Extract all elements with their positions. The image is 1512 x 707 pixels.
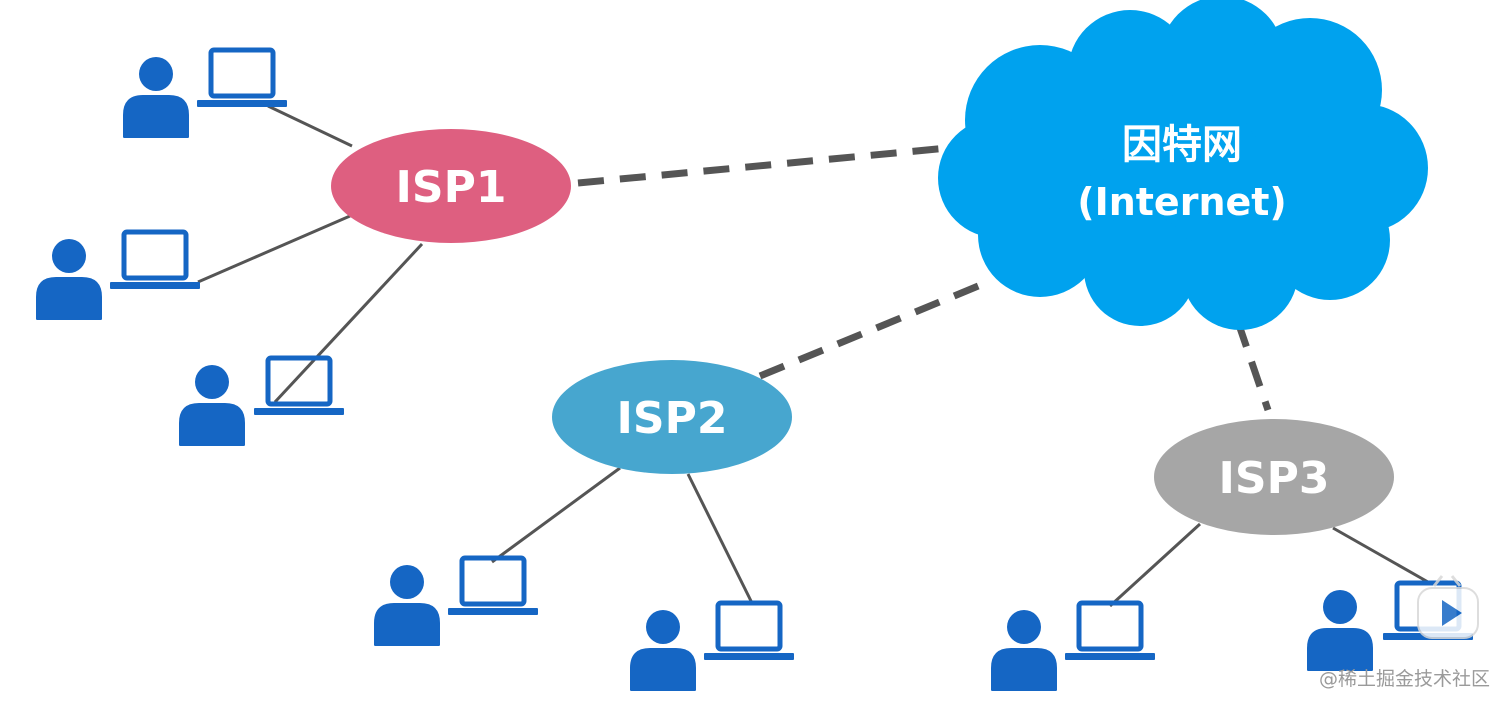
- host-link: [197, 214, 351, 284]
- laptop-icon: [197, 50, 287, 107]
- dashed-links: [577, 144, 1272, 412]
- isp2-internet-link: [758, 278, 990, 380]
- isp2-ellipse: [552, 360, 792, 474]
- host-link: [1108, 522, 1202, 608]
- user-icon: [179, 365, 245, 446]
- laptop-icon: [110, 232, 200, 289]
- user-icon: [1307, 590, 1373, 671]
- user-icon: [123, 57, 189, 138]
- isp2-node: ISP2: [552, 360, 792, 474]
- host-link: [1332, 526, 1429, 584]
- host: [123, 50, 287, 138]
- watermark-text: @稀土掘金技术社区: [1319, 668, 1490, 690]
- isp3-ellipse: [1154, 419, 1394, 535]
- laptop-icon: [1065, 603, 1155, 660]
- host: [630, 603, 794, 691]
- host-link: [273, 242, 424, 404]
- user-icon: [36, 239, 102, 320]
- isp3-label: ISP3: [1219, 453, 1330, 504]
- isp1-label: ISP1: [396, 162, 507, 213]
- cloud-title: 因特网: [1122, 122, 1242, 168]
- laptop-icon: [704, 603, 794, 660]
- cloud-subtitle: (Internet): [1077, 180, 1287, 224]
- isp1-ellipse: [331, 129, 571, 243]
- isp1-node: ISP1: [331, 129, 571, 243]
- internet-cloud: 因特网 (Internet): [938, 0, 1428, 330]
- user-icon: [630, 610, 696, 691]
- host: [179, 358, 344, 446]
- video-play-icon: [1417, 575, 1479, 639]
- isp3-node: ISP3: [1154, 419, 1394, 535]
- cloud-shape: [938, 0, 1428, 330]
- host: [374, 558, 538, 646]
- user-icon: [991, 610, 1057, 691]
- isp1-internet-link: [577, 144, 949, 187]
- watermark: @稀土掘金技术社区: [1319, 575, 1490, 690]
- isp2-label: ISP2: [617, 393, 728, 444]
- host-link: [686, 473, 754, 604]
- host: [36, 232, 200, 320]
- laptop-icon: [254, 358, 344, 415]
- host: [991, 603, 1155, 691]
- laptop-icon: [448, 558, 538, 615]
- host-link: [491, 466, 621, 564]
- host-link: [267, 104, 353, 148]
- user-icon: [374, 565, 440, 646]
- isp3-internet-link: [1234, 320, 1272, 412]
- host-links: [197, 104, 1429, 608]
